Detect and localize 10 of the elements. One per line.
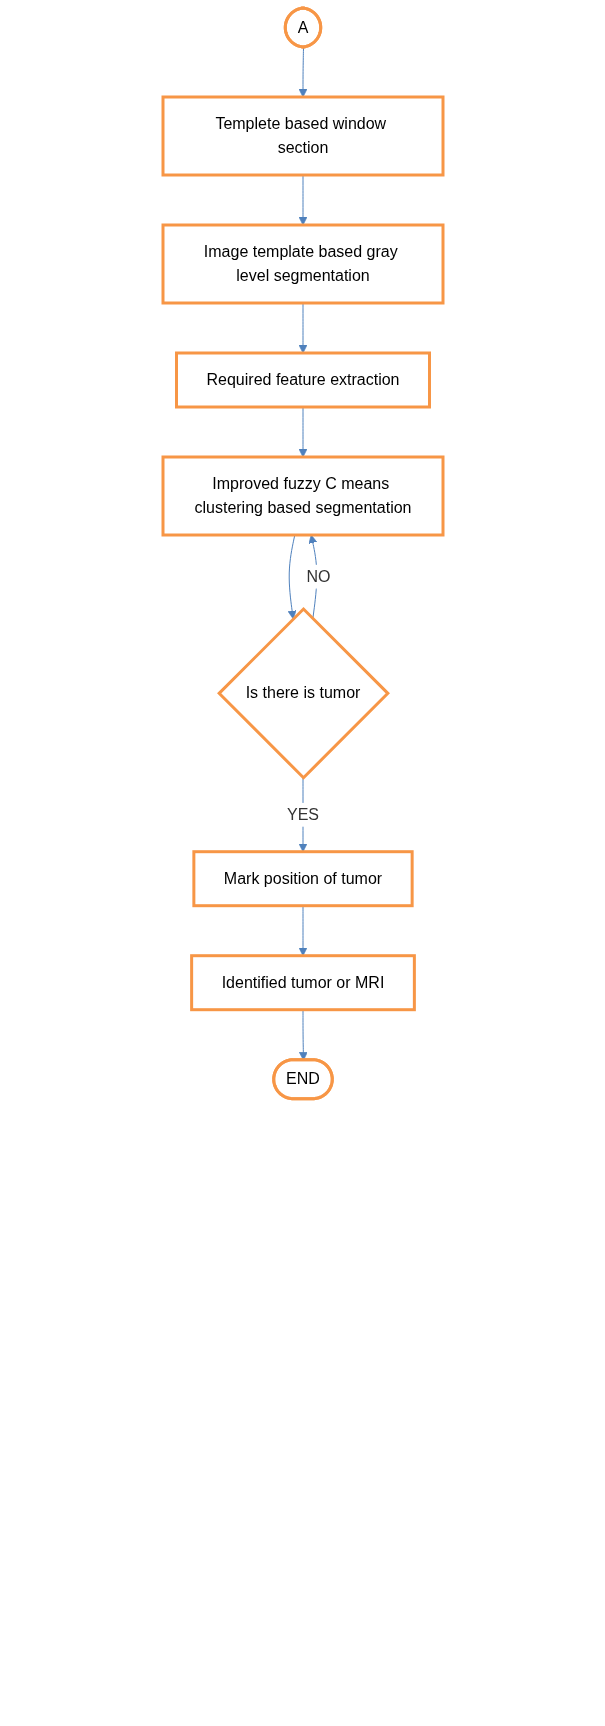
node-diamond: Is there is tumor <box>216 606 390 780</box>
node-box: Image template based gray level segmentation <box>161 223 444 305</box>
node-box: Templete based window section <box>161 95 444 177</box>
node-box: Identified tumor or MRI <box>189 954 416 1012</box>
edge-label: NO <box>305 567 330 585</box>
arrow <box>298 47 307 98</box>
node-box: Mark position of tumor <box>191 850 414 908</box>
node-box: Required feature extraction <box>174 351 431 409</box>
node-box: Improved fuzzy C means clustering based segmentation <box>161 455 444 537</box>
edge-label: YES <box>286 805 319 823</box>
